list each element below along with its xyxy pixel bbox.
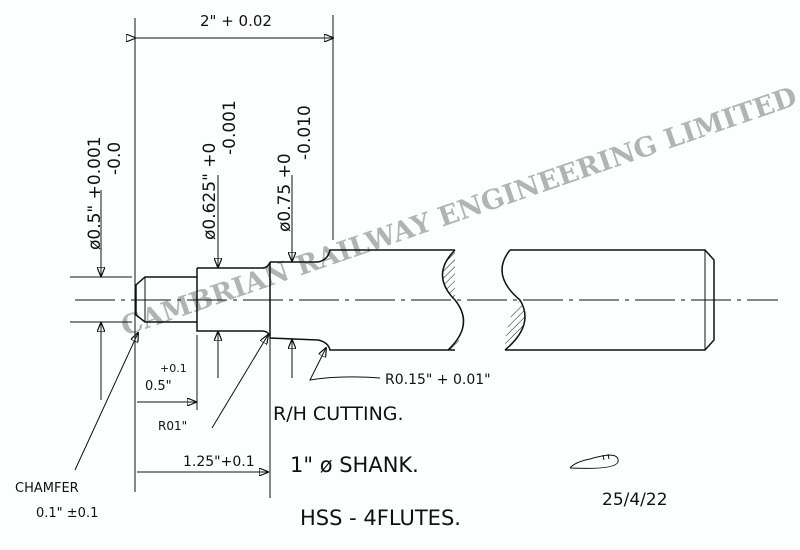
pilot-length-label: 0.5"	[145, 379, 172, 394]
dia-pilot-text: ø0.5" +0.001	[85, 136, 105, 250]
note-cutting: R/H CUTTING.	[273, 403, 404, 425]
pilot-length-tol: +0.1	[160, 362, 187, 375]
note-material: HSS - 4FLUTES.	[300, 506, 461, 530]
radius-large-leader	[309, 348, 381, 381]
dia-second-tol: -0.001	[220, 100, 240, 155]
diameter-arrows	[101, 175, 292, 400]
radius-small-leader	[211, 335, 268, 429]
dia-third-tol: -0.010	[295, 105, 315, 160]
chamfer-value: 0.1" ±0.1	[36, 506, 98, 521]
signature	[569, 453, 619, 469]
dia-pilot-label: ø0.5" +0.001 -0.0	[85, 136, 125, 250]
note-shank: 1" ø SHANK.	[290, 453, 419, 477]
radius-small-label: R01"	[158, 419, 187, 433]
dia-third-text: ø0.75 +0	[275, 153, 295, 232]
date-label: 25/4/22	[602, 490, 668, 510]
shaft-outline	[135, 249, 715, 351]
chamfer-label: CHAMFER	[15, 481, 79, 496]
dia-third-label: ø0.75 +0 -0.010	[275, 105, 315, 232]
overall-length-label: 2" + 0.02	[200, 12, 272, 30]
chamfer-leader	[74, 333, 138, 471]
dia-second-label: ø0.625" +0 -0.001	[200, 100, 240, 240]
dia-second-text: ø0.625" +0	[200, 143, 220, 240]
dia-pilot-tol: -0.0	[105, 142, 125, 175]
step-length-label: 1.25"+0.1	[183, 454, 255, 470]
radius-large-label: R0.15" + 0.01"	[385, 372, 491, 388]
